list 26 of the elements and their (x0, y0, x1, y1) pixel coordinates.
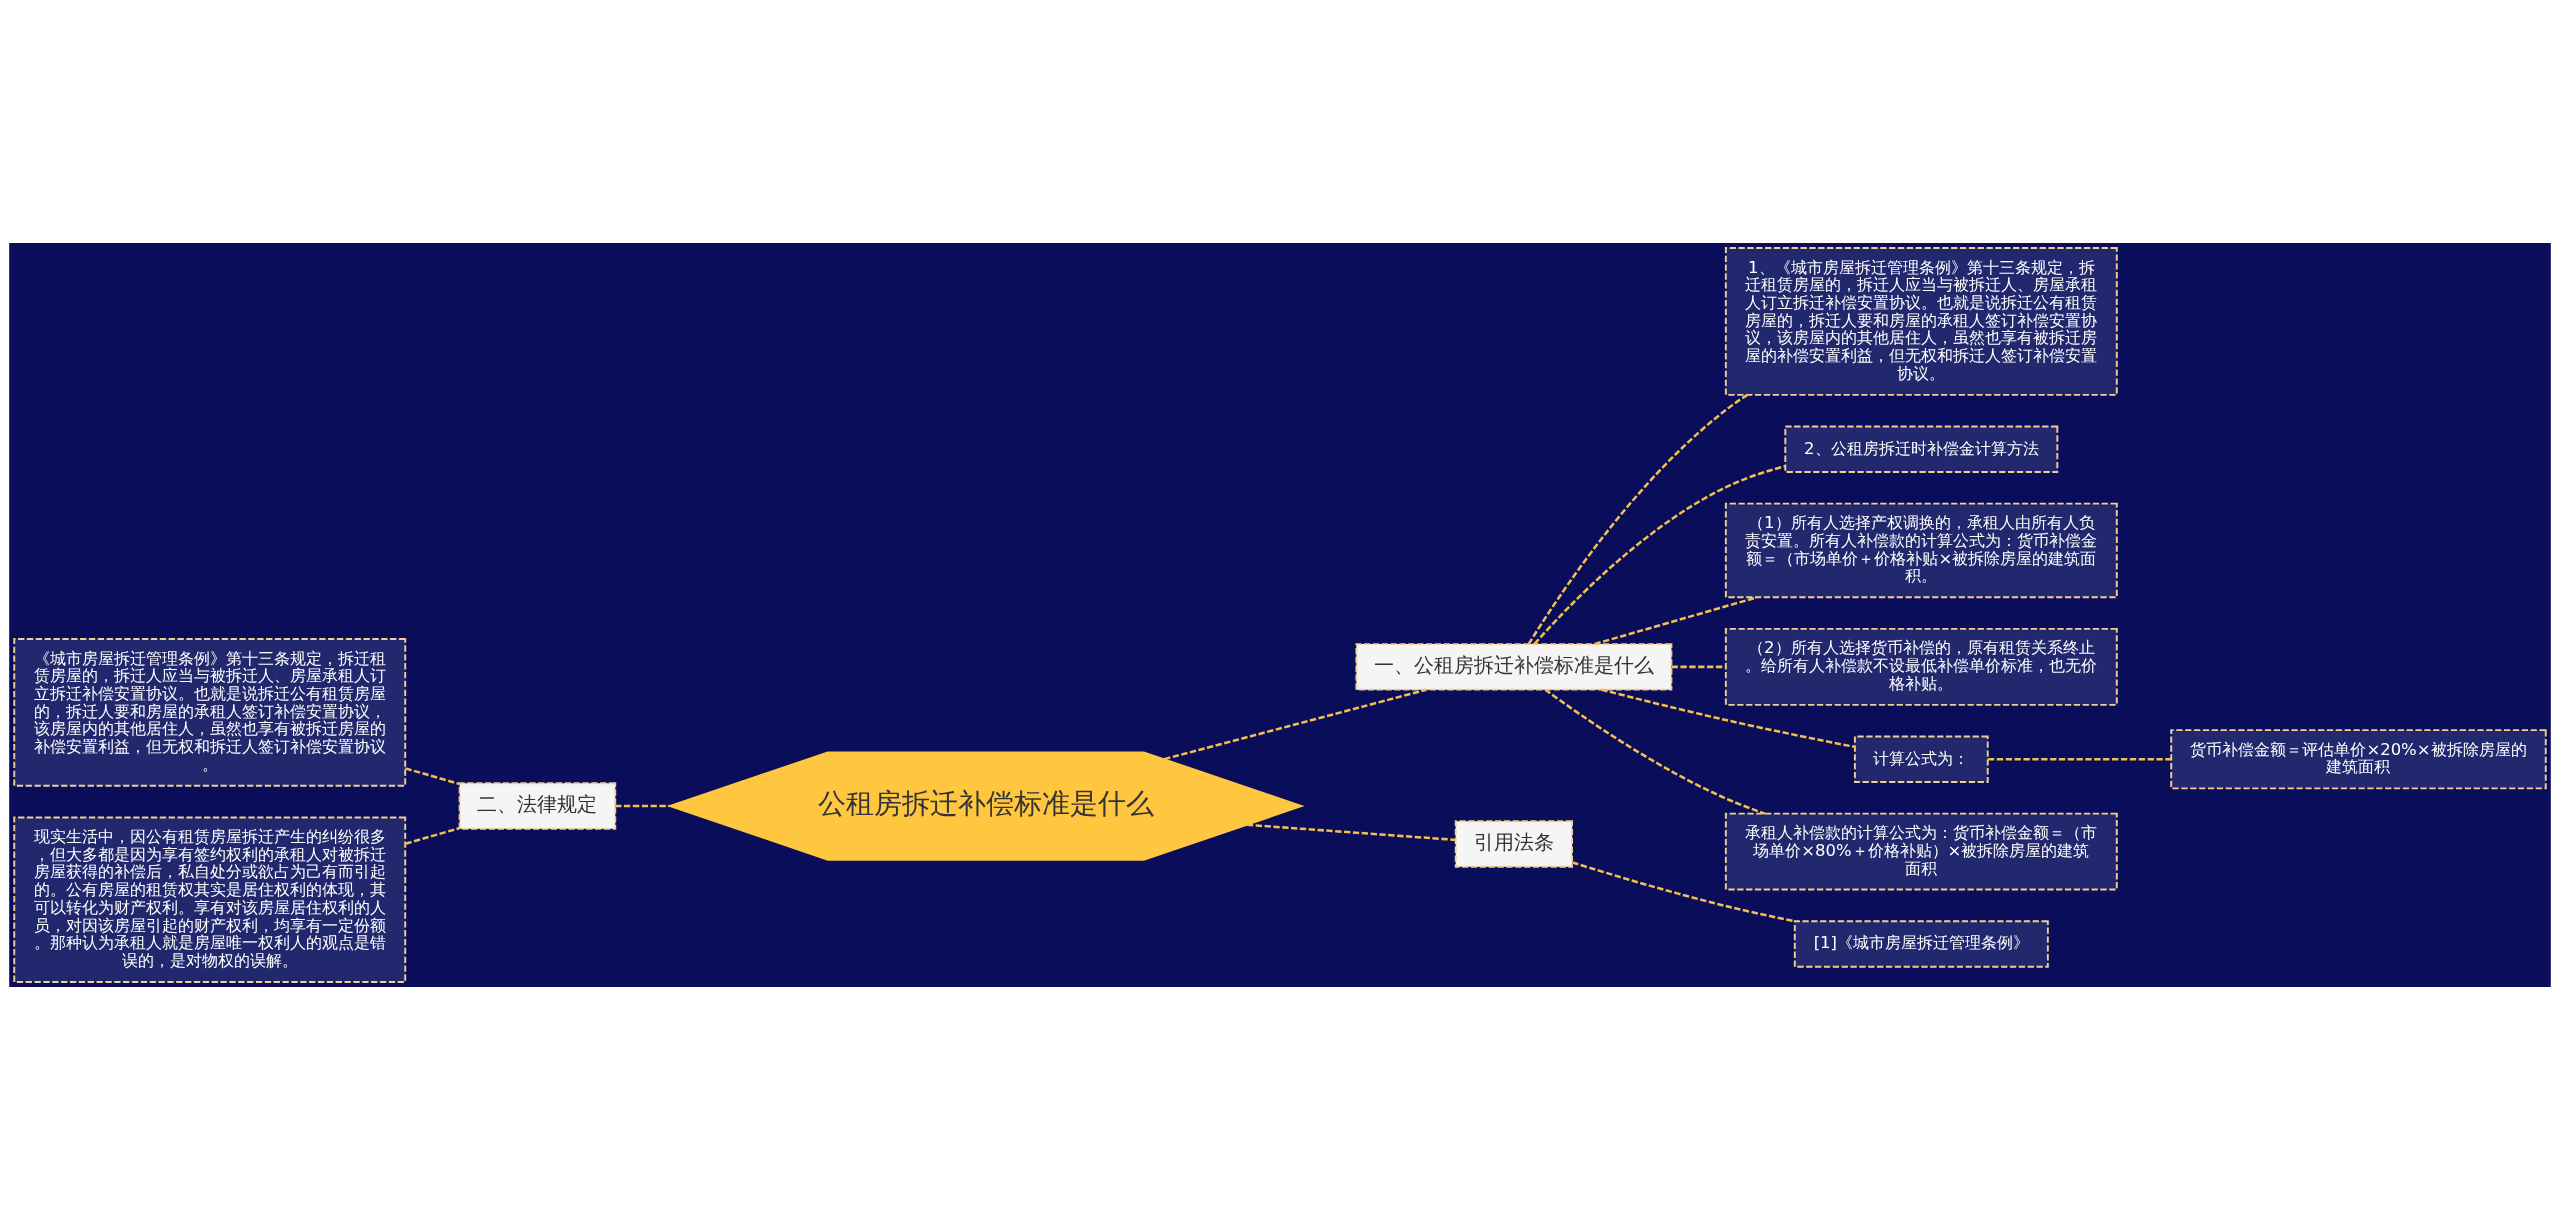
node-box: 承租人补偿款的计算公式为：货币补偿金额＝（市场单价×80%＋价格补贴）×被拆除房屋的建筑面积 (1724, 812, 2118, 891)
connector (1572, 861, 1795, 923)
node-box: 引用法条 (1454, 820, 1574, 868)
connector (1163, 688, 1427, 761)
node-box: 《城市房屋拆迁管理条例》第十三条规定，拆迁租赁房屋的，拆迁人应当与被拆迁人、房屋承租人订立拆迁补偿安置协议。也就是说拆迁公有租赁房屋的，拆迁人要和房屋的承租人签订补偿安置协议，该房屋内的其他居住人，虽然也享有被拆迁房屋的补偿安置利益，但无权和拆迁人签订补偿安置协议。 (13, 638, 407, 787)
connector (1594, 596, 1758, 646)
node-box: 货币补偿金额＝评估单价×20%×被拆除房屋的建筑面积 (2170, 729, 2547, 790)
connector (1671, 665, 1726, 669)
connector (405, 767, 460, 786)
node-box: 二、法律规定 (458, 782, 617, 830)
connector (405, 826, 460, 845)
connector (1988, 757, 2172, 761)
node-box: 现实生活中，因公有租赁房屋拆迁产生的纠纷很多，但大多都是因为享有签约权利的承租人对被拆迁房屋获得的补偿后，私自处分或欲占为己有而引起的。公有房屋的租赁权其实是居住权利的体现，其可以转化为财产权利。享有对该房屋居住权利的人员，对因该房屋引起的财产权利，均享有一定份额。那种认为承租人就是房屋唯一权利人的观点是错误的，是对物权的误解。 (13, 816, 407, 983)
connector (1533, 465, 1786, 645)
node-box: （1）所有人选择产权调换的，承租人由所有人负责安置。所有人补偿款的计算公式为：货币补偿金额＝（市场单价＋价格补贴×被拆除房屋的建筑面积。 (1724, 502, 2118, 599)
connector (615, 804, 670, 808)
connector (1544, 688, 1766, 815)
connector (1601, 688, 1855, 749)
node-box: 1、《城市房屋拆迁管理条例》第十三条规定，拆迁租赁房屋的，拆迁人应当与被拆迁人、房屋承租人订立拆迁补偿安置协议。也就是说拆迁公有租赁房屋的，拆迁人要和房屋的承租人签订补偿安置协议，该房屋内的其他居住人，虽然也享有被拆迁房屋的补偿安置利益，但无权和拆迁人签订补偿安置协议。 (1724, 247, 2118, 396)
connector (1246, 823, 1456, 842)
connector (1527, 394, 1748, 645)
node-box: 一、公租房拆迁补偿标准是什么 (1355, 643, 1673, 691)
node-box: （2）所有人选择货币补偿的，原有租赁关系终止。给所有人补偿款不设最低补偿单价标准，也无价格补贴。 (1724, 627, 2118, 706)
node-box: 计算公式为： (1853, 735, 1989, 783)
node-box: [1]《城市房屋拆迁管理条例》 (1793, 920, 2049, 968)
node-box: 2、公租房拆迁时补偿金计算方法 (1784, 425, 2059, 473)
